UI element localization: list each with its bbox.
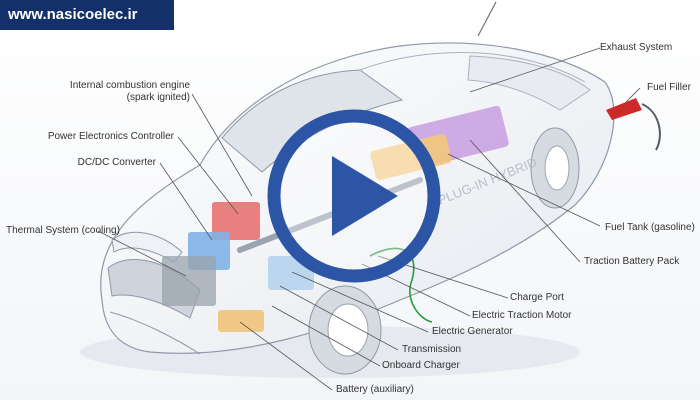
fuel-tank xyxy=(370,133,452,181)
label-internal-combustion-line2: (spark ignited) xyxy=(126,92,190,103)
label-dc-dc: DC/DC Converter xyxy=(77,157,156,168)
label-transmission: Transmission xyxy=(402,344,462,355)
site-watermark: www.nasicoelec.ir xyxy=(0,0,174,30)
fuel-nozzle xyxy=(606,98,642,120)
label-power-electronics: Power Electronics Controller xyxy=(47,131,174,142)
label-internal-combustion-line1: Internal combustion engine xyxy=(69,80,190,91)
fuel-hose xyxy=(641,103,661,151)
charge-cable xyxy=(369,247,433,323)
label-generator: Electric Generator xyxy=(432,326,513,337)
label-battery-aux: Battery (auxiliary) xyxy=(336,384,414,395)
antenna xyxy=(477,1,497,37)
label-thermal: Thermal System (cooling) xyxy=(6,225,120,236)
power-electronics-block xyxy=(212,202,260,240)
label-exhaust: Exhaust System xyxy=(600,42,673,53)
label-charge-port: Charge Port xyxy=(510,292,564,303)
aux-battery-block xyxy=(218,310,264,332)
front-bumper xyxy=(109,311,201,355)
rear-wheel-hub xyxy=(544,145,570,191)
roof-line xyxy=(359,51,586,83)
label-onboard-charger: Onboard Charger xyxy=(382,360,460,371)
label-fuel-filler: Fuel Filler xyxy=(647,82,691,93)
play-button[interactable] xyxy=(262,104,446,288)
label-traction-battery: Traction Battery Pack xyxy=(584,256,680,267)
label-internal-combustion: Internal combustion engine (spark ignite… xyxy=(60,80,190,104)
rear-window xyxy=(467,55,591,111)
label-traction-motor: Electric Traction Motor xyxy=(472,310,572,321)
callout-lines xyxy=(97,47,641,391)
play-icon xyxy=(332,156,398,236)
label-fuel-tank: Fuel Tank (gasoline) xyxy=(605,222,695,233)
thermal-block xyxy=(162,256,216,306)
